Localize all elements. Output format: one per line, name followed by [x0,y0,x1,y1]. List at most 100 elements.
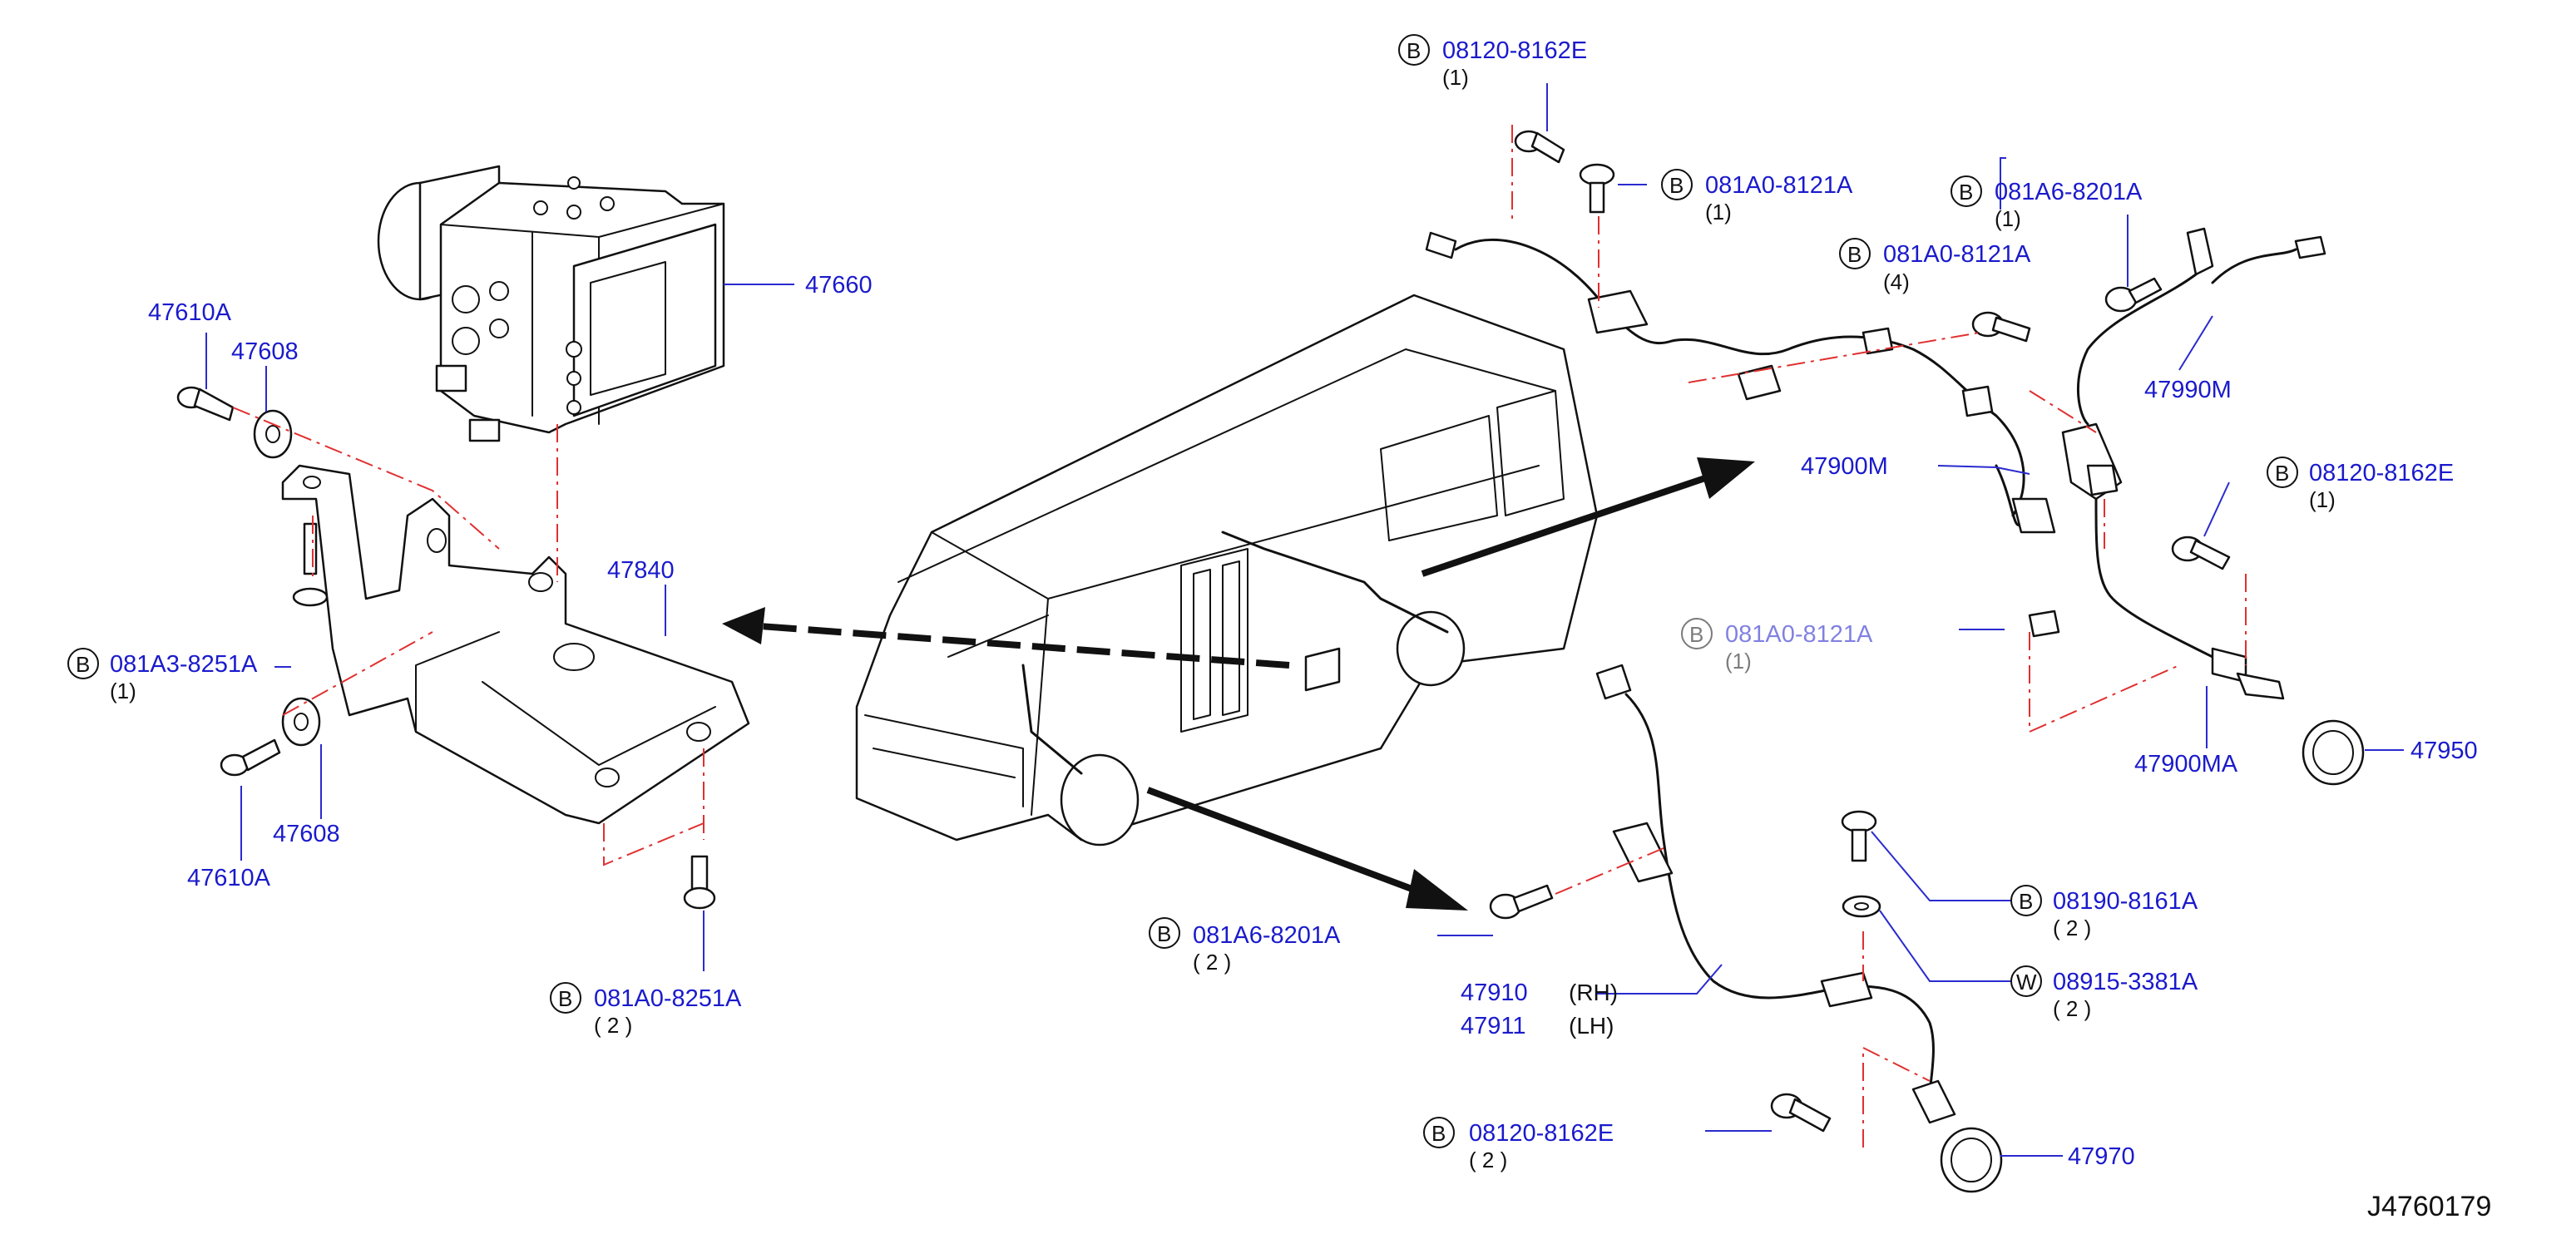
arrow-to-abs-bracket [722,607,1290,669]
quantity: ( 2 ) [2053,916,2091,940]
bolt-47610a-bottom [220,738,281,777]
bolt-47610a-top [176,386,235,422]
bolt-type-letter: B [1431,1121,1446,1146]
part-number: 081A0-8251A [594,985,742,1012]
label-47910-side: (RH) [1569,980,1618,1005]
label-47610a-top: 47610A [148,299,232,326]
quantity: ( 2 ) [1193,950,1231,975]
part-number: 081A6-8201A [1193,922,1341,949]
part-number: 081A0-8121A [1705,172,1853,199]
part-number: 081A3-8251A [110,651,258,678]
bolt-081a6-8201a-bottom [1489,884,1554,920]
front-sensor-47910-47911 [1595,664,1956,1124]
quantity: (1) [1995,206,2021,231]
bolt-type-letter: B [1407,38,1421,63]
quantity: (4) [1883,269,1910,294]
bolt-081a6-8201a-top [2104,277,2163,313]
label-47911-side: (LH) [1569,1013,1614,1039]
callout-08120-8162e-top: B 08120-8162E (1) [1398,34,1587,90]
quantity: (1) [1705,200,1732,225]
callout-081a0-8251a: B 081A0-8251A ( 2 ) [550,982,742,1038]
callout-08915-3381a: W 08915-3381A ( 2 ) [2010,965,2198,1021]
bolt-type-letter: B [2019,889,2033,914]
center-line [1862,1046,1931,1148]
bolt-type-letter: B [1689,622,1703,647]
label-47911: 47911 [1461,1013,1526,1039]
quantity: (1) [110,679,136,703]
part-number: 08120-8162E [1469,1120,1614,1147]
label-47910: 47910 [1461,980,1528,1006]
center-line [603,822,705,866]
callout-081a6-8201a-top: B 081A6-8201A (1) [1951,175,2143,231]
grommet-47608-top [253,409,293,459]
sensor-rotor-47950 [2302,719,2365,786]
bolt-type-letter: B [2275,461,2289,486]
harness-47900ma [2028,497,2285,700]
arrow-to-rear-sensors [1421,457,1755,577]
part-number: 08190-8161A [2053,888,2198,915]
callout-081a3-8251a: B 081A3-8251A (1) [67,648,258,703]
bolt-081a0-8121a-top [1579,163,1615,214]
quantity: ( 2 ) [1469,1148,1507,1172]
bolt-type-letter: B [1157,921,1171,946]
harness-47990m [2077,227,2326,426]
bolt-type-letter: B [1669,173,1684,198]
callout-08190-8161a: B 08190-8161A ( 2 ) [2010,885,2198,940]
center-line [2029,390,2097,433]
bolt-08120-8162e-bottom [1770,1093,1832,1133]
van-body [855,294,1599,847]
abs-actuator-unit [377,165,725,442]
washer-type-letter: W [2016,970,2037,995]
washer-08915-3381a [1842,895,1881,918]
quantity: ( 2 ) [594,1013,632,1038]
label-47900ma: 47900MA [2134,751,2238,777]
part-number: 08120-8162E [2309,460,2454,486]
callout-08120-8162e-right: B 08120-8162E (1) [2267,457,2454,512]
center-line [232,407,500,550]
callout-081a0-8121a-mid: B 081A0-8121A (4) [1839,238,2031,294]
part-number: 08120-8162E [1442,37,1587,64]
label-47608-top: 47608 [231,338,299,365]
center-line [1688,332,1980,383]
quantity: (1) [1725,649,1752,674]
bolt-type-letter: B [76,652,90,677]
label-47660: 47660 [805,272,873,299]
bolt-type-letter: B [1847,242,1862,267]
leader-lines [205,83,2404,1157]
quantity: (1) [2309,487,2336,512]
callout-081a0-8121a-faint: B 081A0-8121A (1) [1681,618,1873,674]
label-47840: 47840 [607,557,675,584]
abs-bracket [281,464,750,825]
center-line [282,631,433,716]
label-47970: 47970 [2068,1143,2135,1170]
grommet-47608-bottom [281,697,321,747]
part-number: 081A0-8121A [1725,621,1873,648]
center-line [2029,632,2180,733]
label-47990m: 47990M [2144,377,2232,403]
part-number: 081A0-8121A [1883,241,2031,268]
bolt-type-letter: B [1959,180,1973,205]
label-47608-bottom: 47608 [273,821,340,847]
center-line [1555,847,1664,895]
bolt-type-letter: B [558,986,572,1011]
part-number: 081A6-8201A [1995,179,2143,205]
label-47610a-bottom: 47610A [187,865,271,891]
part-number: 08915-3381A [2053,969,2198,995]
bolt-081a0-8121a-mid [1971,311,2031,343]
quantity: (1) [1442,65,1469,90]
callout-08120-8162e-bottom: B 08120-8162E ( 2 ) [1423,1117,1614,1172]
sensor-bracket-rear [2061,422,2123,501]
harness-47900m [1425,231,2056,534]
bolt-081a0-8251a [683,855,716,910]
bolt-08120-8162e-top [1514,130,1565,164]
callout-081a6-8201a-bottom: B 081A6-8201A ( 2 ) [1149,917,1341,975]
bolt-08120-8162e-right [2171,536,2231,570]
arrow-to-front-sensor [1146,787,1468,911]
quantity: ( 2 ) [2053,996,2091,1021]
label-47900m: 47900M [1801,453,1888,480]
callout-081a0-8121a-top: B 081A0-8121A (1) [1661,169,1853,225]
sensor-rotor-47970 [1940,1127,2003,1193]
diagram-reference-id: J4760179 [2367,1191,2491,1222]
label-47950: 47950 [2410,738,2478,764]
